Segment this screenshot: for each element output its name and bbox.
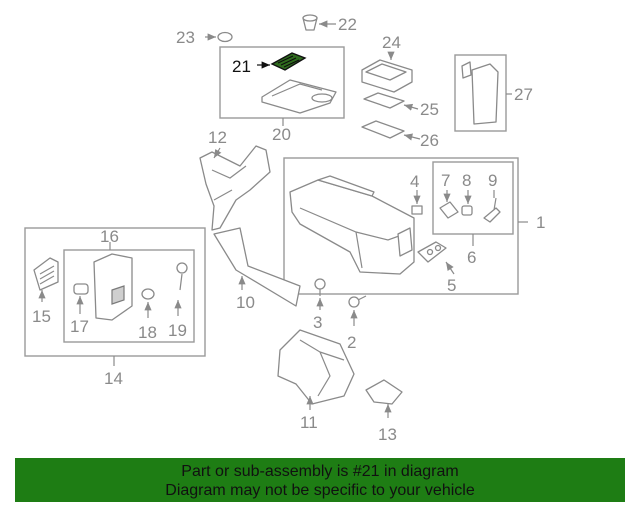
callout-11: 11: [300, 413, 318, 432]
part-1-console: [289, 175, 528, 275]
callout-1: 1: [536, 213, 545, 232]
callout-25: 25: [420, 100, 439, 119]
callout-16: 16: [100, 227, 119, 246]
part-11-bracket: [277, 329, 355, 410]
callout-5: 5: [447, 276, 456, 295]
part-13-bracket: [365, 379, 403, 418]
part-27-panel: [461, 61, 512, 125]
callout-6: 6: [467, 248, 476, 267]
part-3-screw: [314, 278, 326, 310]
part-8-cap: [461, 190, 473, 216]
callout-23: 23: [176, 28, 195, 47]
part-24-switch: [361, 51, 413, 93]
callout-3: 3: [313, 313, 322, 332]
part-23-ring: [205, 31, 233, 43]
callout-2: 2: [347, 333, 356, 352]
callout-14: 14: [104, 369, 123, 388]
part-4-clip: [411, 190, 423, 215]
callout-10: 10: [236, 293, 255, 312]
callout-4: 4: [410, 172, 419, 191]
callout-12: 12: [208, 128, 227, 147]
callout-26: 26: [420, 131, 439, 150]
part-20-tray: [261, 79, 337, 126]
part-21-mat[interactable]: [257, 52, 307, 71]
callout-20: 20: [272, 125, 291, 144]
part-19-socket: [174, 262, 188, 316]
part-25-mat: [363, 92, 419, 111]
callout-13: 13: [378, 425, 397, 444]
callout-24: 24: [382, 33, 401, 52]
callout-8: 8: [462, 171, 471, 190]
parts-diagram: 1 2 3 4 5 6 7 8 9 10 11 12 13 14 15 16 1…: [24, 14, 545, 444]
part-10-panel: [213, 227, 301, 307]
group-box-14: [24, 227, 206, 357]
part-17-cap: [73, 283, 89, 314]
callout-15: 15: [32, 307, 51, 326]
callout-22: 22: [338, 15, 357, 34]
callout-21[interactable]: 21: [232, 57, 251, 76]
group-box-20: [219, 46, 345, 119]
callout-17: 17: [70, 317, 89, 336]
part-26-mat: [361, 120, 421, 141]
group-box-16: [63, 249, 195, 343]
info-banner-line-1: Part or sub-assembly is #21 in diagram: [181, 463, 459, 480]
callout-19: 19: [168, 321, 187, 340]
group-box-1: [283, 157, 519, 295]
callout-7: 7: [441, 171, 450, 190]
callout-18: 18: [138, 323, 157, 342]
part-2-screw: [348, 295, 367, 326]
part-15-vent: [33, 257, 59, 302]
part-16-bezel: [93, 242, 133, 321]
part-9-connector: [483, 190, 501, 223]
info-banner-line-2: Diagram may not be specific to your vehi…: [165, 482, 475, 499]
callout-27: 27: [514, 85, 533, 104]
callout-9: 9: [488, 171, 497, 190]
part-18-cap: [141, 288, 155, 318]
group-box-27: [454, 54, 507, 132]
part-22-insert: [302, 14, 336, 31]
part-12-bracket: [199, 145, 271, 231]
info-banner: Part or sub-assembly is #21 in diagram D…: [15, 458, 625, 502]
part-7-socket: [439, 190, 459, 219]
part-5-bezel: [417, 241, 455, 275]
